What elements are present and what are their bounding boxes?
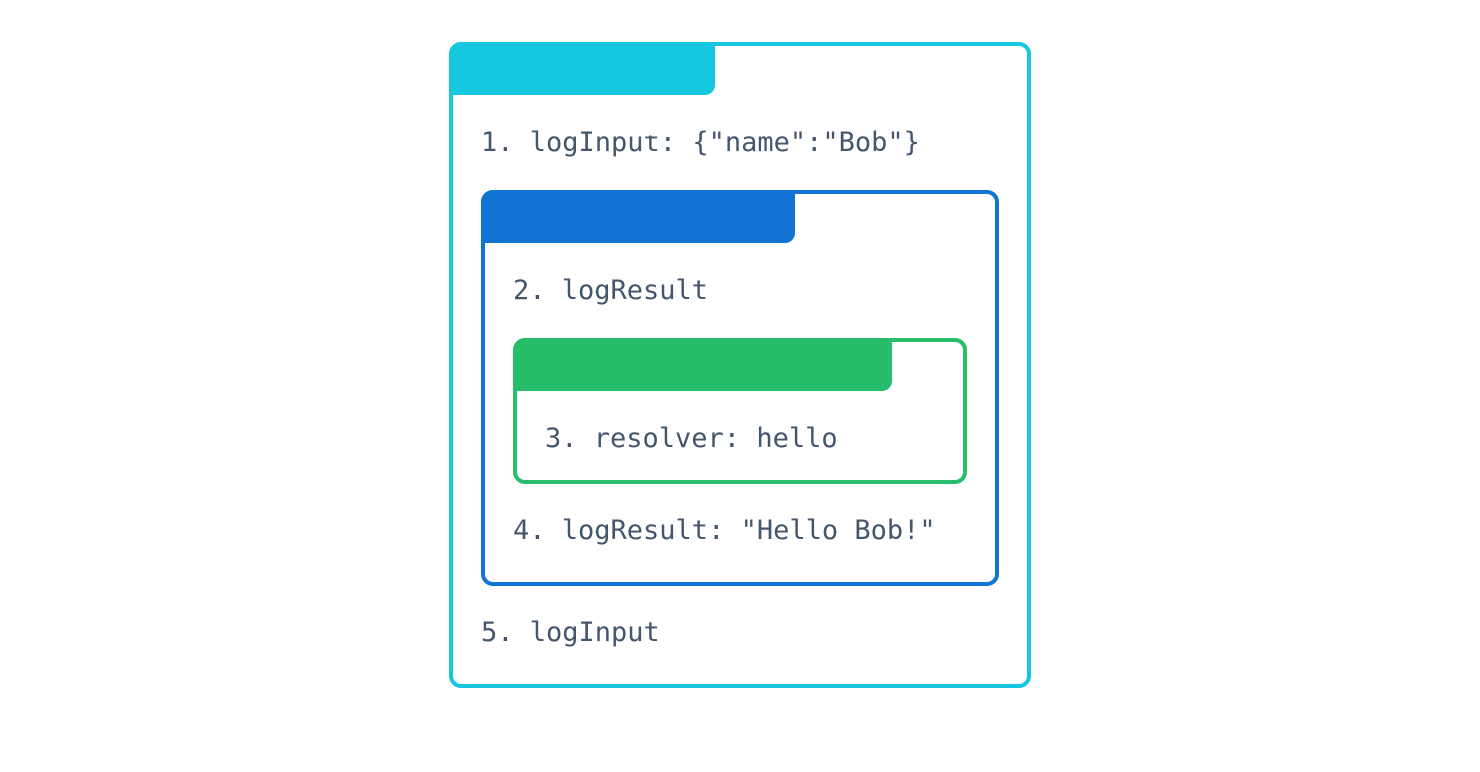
execution-step-4: 4. logResult: "Hello Bob!"	[513, 515, 936, 546]
query-hello-tab-label: Query.hello	[694, 402, 874, 433]
execution-step-5: 5. logInput	[481, 617, 660, 648]
diagram-canvas: logInput 1. logInput: {"name":"Bob"} log…	[0, 42, 1480, 772]
query-hello-tab: Query.hello	[513, 338, 893, 433]
middleware-box-loginput: logInput 1. logInput: {"name":"Bob"} log…	[449, 42, 1031, 688]
logresult-tab-label: logResult	[630, 254, 777, 285]
loginput-tab: logInput	[449, 42, 715, 137]
execution-step-2: 2. logResult	[513, 276, 967, 306]
middleware-box-logresult: logResult 2. logResult Query.hello 3. re…	[481, 190, 999, 586]
logresult-tab: logResult	[481, 190, 796, 285]
execution-step-3: 3. resolver: hello	[545, 424, 935, 454]
resolver-box-query-hello: Query.hello 3. resolver: hello	[513, 338, 967, 484]
execution-step-1: 1. logInput: {"name":"Bob"}	[481, 127, 920, 158]
loginput-tab-label: logInput	[565, 106, 696, 137]
